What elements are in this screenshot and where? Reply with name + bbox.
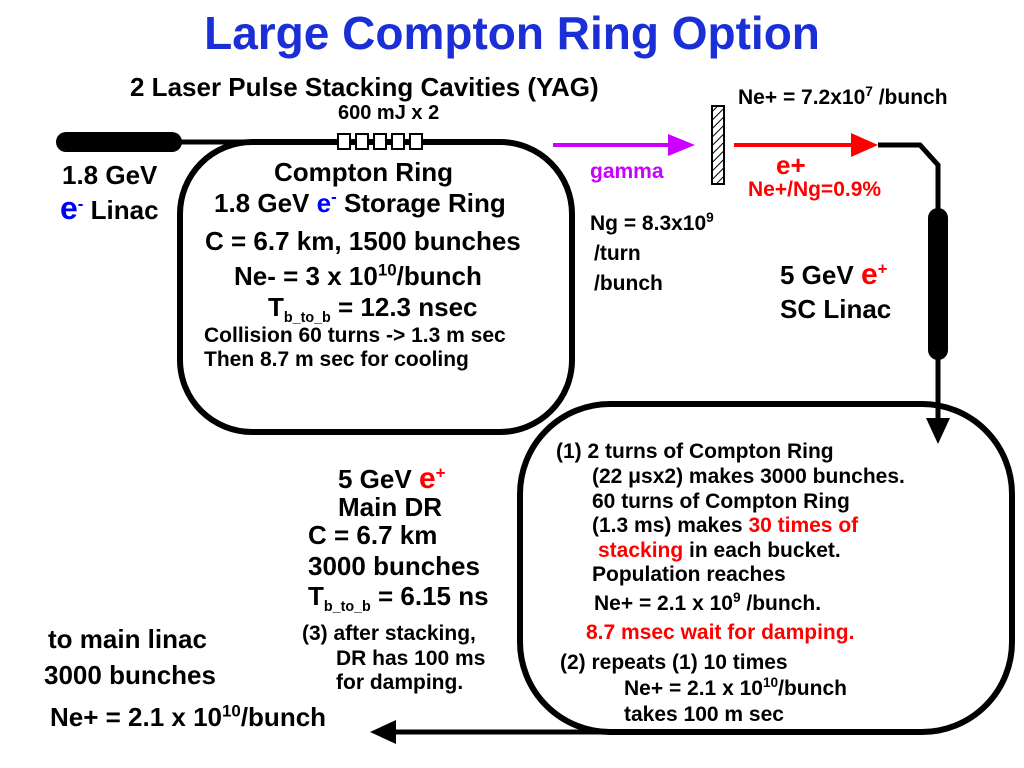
dr-note1-line1: (1) 2 turns of Compton Ring	[556, 440, 834, 463]
dr-note1-wait: 8.7 msec wait for damping.	[586, 621, 855, 644]
output-ne-base: Ne+ = 2.1 x 10	[50, 702, 223, 732]
compton-ne-exp: 10	[377, 260, 397, 280]
dr-note1-ne: Ne+ = 2.1 x 109 /bunch.	[594, 590, 822, 616]
compton-tbb-T: T	[268, 292, 284, 322]
conversion-target	[711, 105, 725, 185]
positron-ne: Ne+ = 7.2x107 /bunch	[738, 84, 948, 110]
output-ne: Ne+ = 2.1 x 1010/bunch	[50, 702, 326, 733]
output-line2: 3000 bunches	[44, 660, 216, 690]
main-dr-positron-charge: +	[435, 463, 446, 483]
dr-note1-line3: 60 turns of Compton Ring	[592, 490, 850, 513]
gamma-ng: Ng = 8.3x109	[590, 210, 714, 236]
sc-linac-bar	[928, 208, 948, 360]
dr-note2-ne-unit: /bunch	[778, 677, 847, 700]
sc-linac-label: SC Linac	[780, 294, 892, 324]
gamma-arrow-head	[668, 134, 695, 156]
main-dr-positron-symbol: e	[418, 462, 436, 495]
gamma-per-turn: /turn	[594, 242, 641, 265]
main-dr-tbb-sub: b_to_b	[323, 599, 371, 616]
page-title: Large Compton Ring Option	[204, 7, 820, 59]
main-dr-label: Main DR	[338, 492, 442, 522]
compton-electron-symbol: e	[316, 188, 332, 218]
dr-note1-line6: Population reaches	[592, 563, 786, 586]
compton-cooling: Then 8.7 m sec for cooling	[204, 348, 469, 371]
main-dr-circumference: C = 6.7 km	[308, 520, 438, 550]
positron-ne-exp: 7	[865, 84, 873, 99]
electron-symbol: e	[60, 190, 78, 226]
sc-linac-positron-charge: +	[877, 259, 888, 279]
laser-cavities	[337, 133, 423, 150]
compton-tbb: Tb_to_b = 12.3 nsec	[268, 292, 478, 327]
dr-note1-ne-base: Ne+ = 2.1 x 10	[594, 592, 733, 615]
dr-note2-line1: (2) repeats (1) 10 times	[560, 651, 788, 674]
compton-ring-subtitle: 1.8 GeV e- Storage Ring	[214, 188, 506, 219]
electron-charge: -	[77, 194, 84, 214]
gamma-ng-exp: 9	[706, 210, 714, 225]
compton-ne-unit: /bunch	[396, 261, 482, 291]
dr-note2-ne-exp: 10	[762, 675, 779, 690]
main-dr-note3-line3: for damping.	[336, 671, 464, 694]
dr-note2-ne-base: Ne+ = 2.1 x 10	[624, 677, 763, 700]
dr-note1-ne-unit: /bunch.	[740, 592, 822, 615]
sc-linac-energy: 5 GeV e+	[780, 258, 888, 292]
dr-note1-line4-text: (1.3 ms) makes	[592, 514, 749, 537]
dr-injection-arrow-head	[926, 418, 950, 444]
compton-ne: Ne- = 3 x 1010/bunch	[234, 261, 482, 292]
linac-1p8-energy: 1.8 GeV	[62, 160, 158, 190]
main-dr-bunches: 3000 bunches	[308, 551, 480, 581]
main-dr-energy-value: 5 GeV	[338, 464, 419, 494]
compton-collision: Collision 60 turns -> 1.3 m sec	[204, 324, 506, 347]
main-dr-outline	[517, 401, 1015, 735]
positron-ratio: Ne+/Ng=0.9%	[748, 178, 882, 201]
positron-ne-base: Ne+ = 7.2x10	[738, 86, 866, 109]
dr-note2-ne: Ne+ = 2.1 x 1010/bunch	[624, 675, 847, 701]
dr-note1-line4: (1.3 ms) makes 30 times of	[592, 514, 858, 538]
positron-transport-line	[878, 142, 941, 215]
dr-note1-line4-highlight: 30 times of	[748, 514, 859, 537]
compton-ring-title: Compton Ring	[274, 157, 454, 187]
dr-note1-ne-exp: 9	[732, 590, 741, 605]
output-ne-exp: 10	[222, 701, 241, 721]
compton-tbb-sub: b_to_b	[283, 310, 331, 327]
positron-arrow-head	[851, 133, 878, 157]
sc-linac-positron-symbol: e	[860, 258, 878, 291]
sc-linac-energy-value: 5 GeV	[780, 260, 861, 290]
gamma-label: gamma	[590, 160, 664, 183]
gamma-ng-base: Ng = 8.3x10	[590, 212, 707, 235]
laser-power-label: 600 mJ x 2	[338, 102, 440, 124]
cavities-label: 2 Laser Pulse Stacking Cavities (YAG)	[130, 72, 599, 102]
positron-label: e+	[776, 150, 806, 180]
gamma-per-bunch: /bunch	[594, 272, 663, 295]
linac-1p8-label: Linac	[90, 195, 159, 225]
linac-1p8-bar	[56, 132, 182, 152]
dr-note1-line5: stacking in each bucket.	[598, 539, 841, 563]
main-dr-tbb-T: T	[308, 581, 324, 611]
main-dr-note3-line1: (3) after stacking,	[302, 622, 476, 645]
compton-ne-base: Ne- = 3 x 10	[234, 261, 378, 291]
compton-electron-charge: -	[331, 187, 337, 207]
dr-note1-line5-text: in each bucket.	[683, 539, 841, 562]
main-dr-note3-line2: DR has 100 ms	[336, 647, 486, 670]
output-ne-unit: /bunch	[240, 702, 327, 732]
positron-ne-unit: /bunch	[872, 86, 948, 109]
main-dr-tbb: Tb_to_b = 6.15 ns	[308, 581, 489, 616]
linac-1p8-name: e- Linac	[60, 190, 159, 227]
main-dr-tbb-value: = 6.15 ns	[370, 581, 489, 611]
compton-circumference: C = 6.7 km, 1500 bunches	[205, 226, 521, 256]
main-dr-energy: 5 GeV e+	[338, 462, 446, 496]
compton-storage-ring: Storage Ring	[336, 188, 506, 218]
dr-note1-line5-highlight: stacking	[598, 539, 684, 562]
dr-note2-takes: takes 100 m sec	[624, 703, 784, 726]
extraction-arrow-head	[370, 720, 396, 744]
output-line1: to main linac	[48, 624, 207, 654]
compton-energy: 1.8 GeV	[214, 188, 317, 218]
compton-tbb-value: = 12.3 nsec	[330, 292, 478, 322]
dr-note1-line2: (22 μsx2) makes 3000 bunches.	[592, 465, 905, 488]
